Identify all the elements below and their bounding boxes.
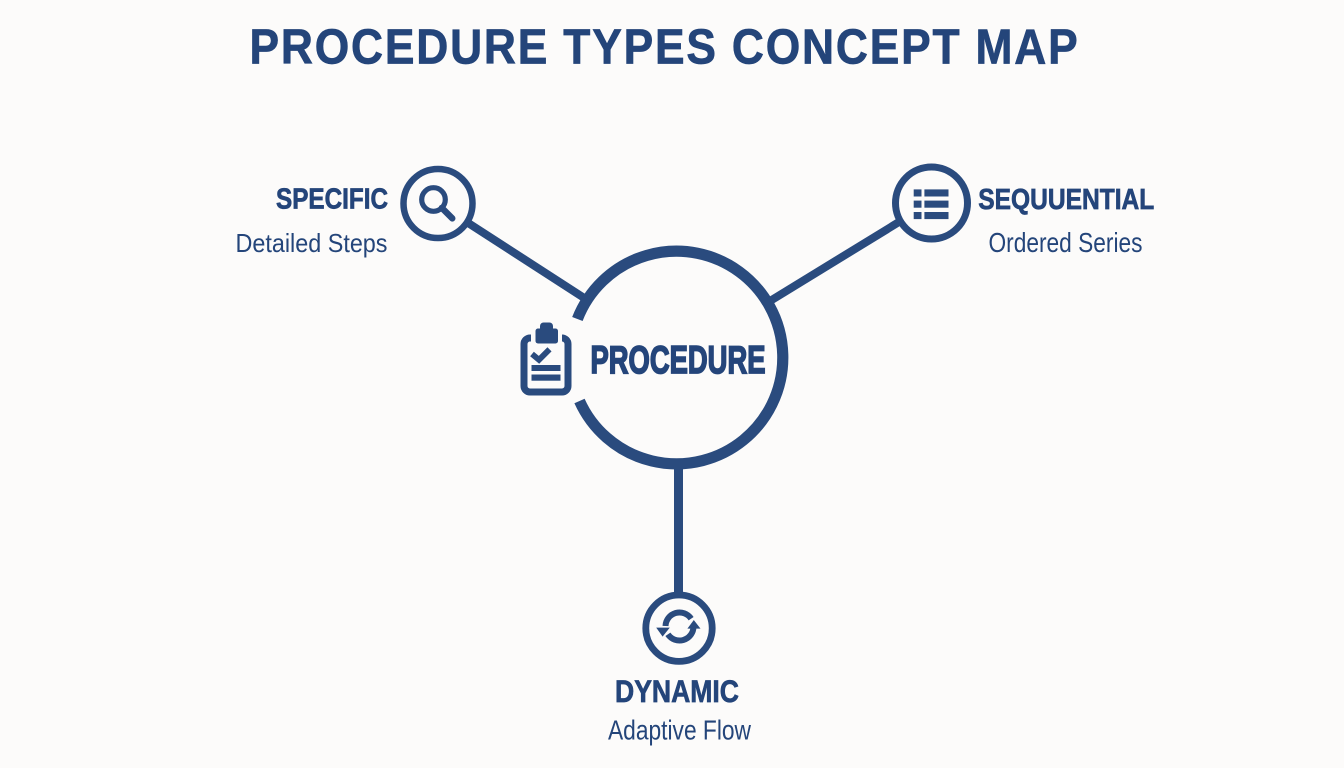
svg-text:Adaptive Flow: Adaptive Flow <box>608 715 751 746</box>
svg-text:SEQUUENTIAL: SEQUUENTIAL <box>978 184 1154 216</box>
svg-text:Detailed Steps: Detailed Steps <box>236 228 388 258</box>
svg-text:PROCEDURE TYPES CONCEPT MAP: PROCEDURE TYPES CONCEPT MAP <box>250 21 1080 75</box>
svg-text:PROCEDURE: PROCEDURE <box>591 339 766 382</box>
svg-text:SPECIFIC: SPECIFIC <box>276 183 388 215</box>
svg-text:DYNAMIC: DYNAMIC <box>615 674 739 709</box>
svg-text:Ordered Series: Ordered Series <box>989 227 1143 258</box>
